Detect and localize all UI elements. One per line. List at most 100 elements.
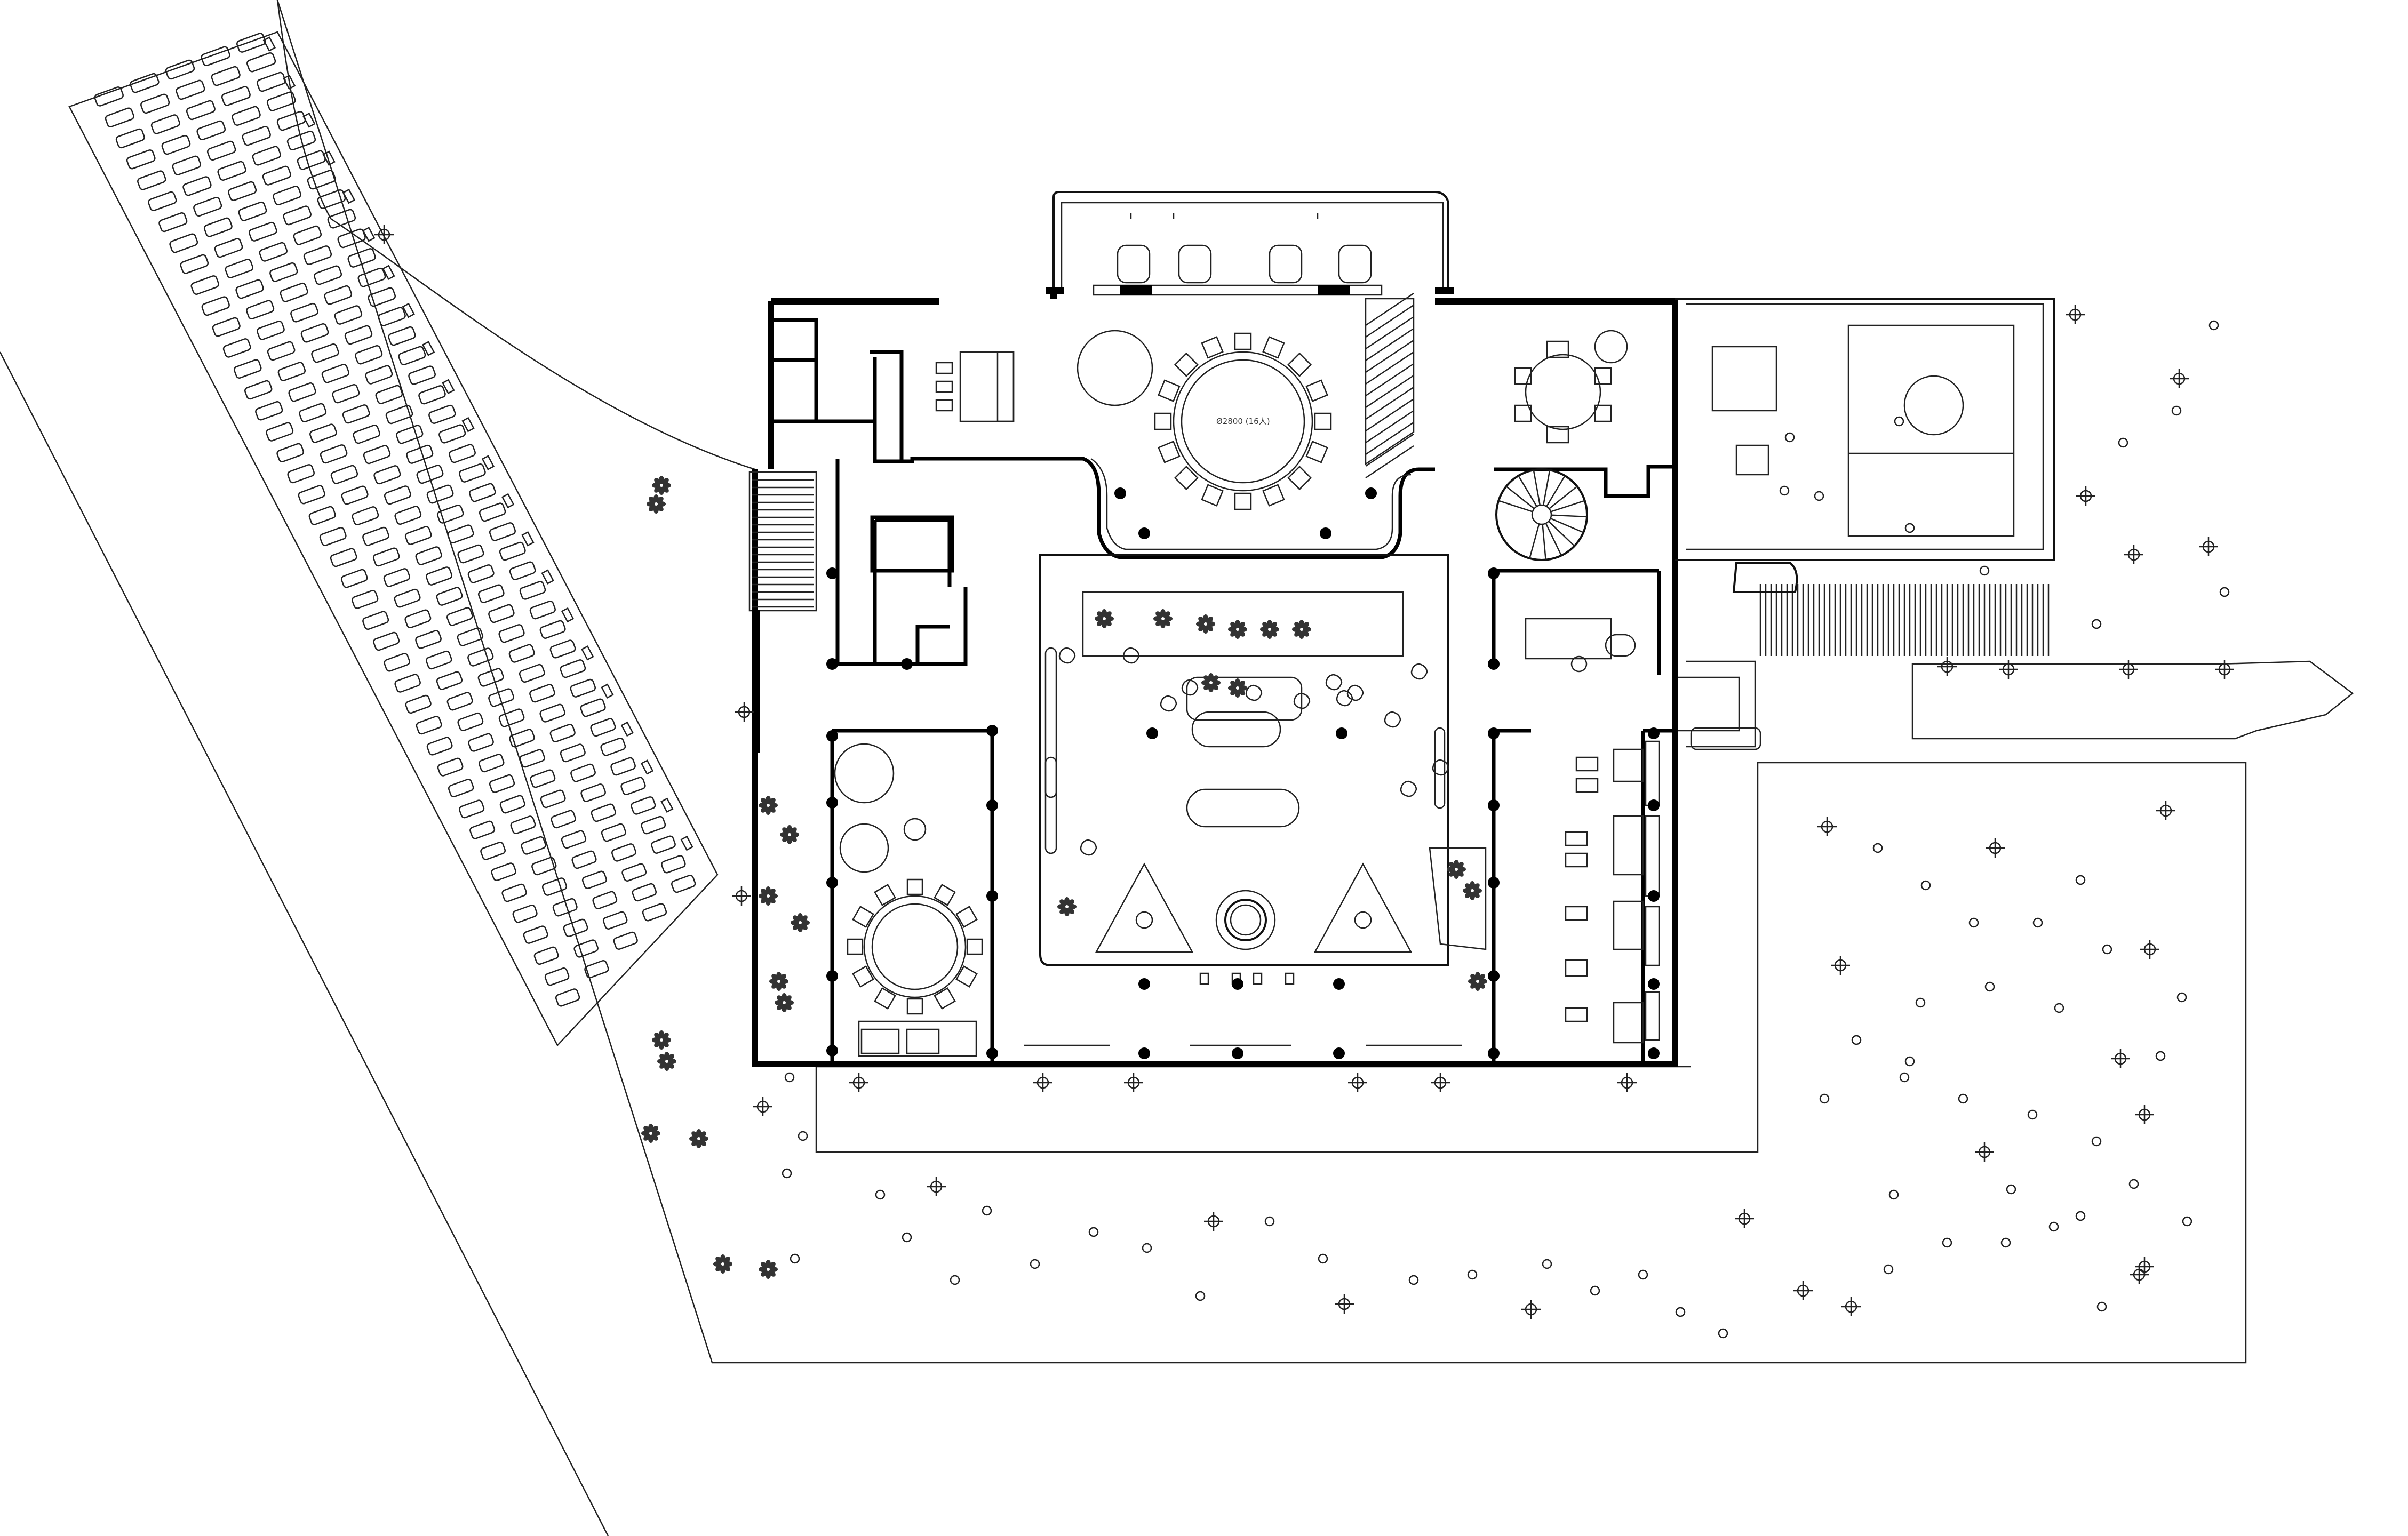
- ground-cover: [1718, 1328, 1728, 1339]
- ground-cover: [1638, 1269, 1648, 1280]
- ground-cover: [1590, 1285, 1600, 1296]
- parking-stalls: [94, 33, 696, 1007]
- boulder: [1245, 684, 1263, 701]
- wheel-stop: [302, 113, 316, 128]
- tree-marker: [1793, 1281, 1813, 1300]
- chair: [1201, 484, 1224, 507]
- spiral-stair: [1495, 468, 1588, 561]
- wheel-stop: [461, 417, 475, 433]
- parking-stall: [512, 796, 656, 923]
- tree-marker: [2199, 537, 2218, 556]
- tree-marker: [2111, 1049, 2130, 1068]
- wheel-stop: [402, 302, 415, 318]
- shrub: [759, 1260, 778, 1279]
- ground-cover: [1915, 997, 1926, 1008]
- parking-stall: [480, 737, 626, 860]
- column: [1648, 890, 1660, 902]
- ground-cover: [2054, 1003, 2064, 1013]
- stair-tread: [1533, 470, 1541, 506]
- boulder: [1336, 690, 1353, 707]
- ground-cover: [1888, 1189, 1899, 1200]
- wheel-stop: [561, 607, 575, 623]
- shrub: [657, 1052, 676, 1071]
- shrub: [1228, 678, 1247, 698]
- hatch-line: [1365, 363, 1414, 397]
- ground-cover: [1088, 1227, 1099, 1237]
- planter-bar: [1082, 591, 1404, 657]
- parking-stall: [426, 639, 576, 756]
- parking-stall: [362, 522, 516, 630]
- shrub: [1468, 972, 1487, 991]
- column: [1138, 527, 1150, 539]
- column: [1365, 487, 1377, 499]
- ground-cover: [2102, 944, 2112, 955]
- shrub: [769, 972, 788, 991]
- hatch-line: [1365, 374, 1414, 409]
- parking-stall: [330, 463, 486, 567]
- chair: [934, 987, 956, 1010]
- boulder: [1410, 663, 1428, 680]
- hatch-line: [1365, 433, 1414, 467]
- tree-marker: [1335, 1294, 1354, 1314]
- chair: [1305, 441, 1328, 463]
- wheel-stop: [601, 683, 614, 699]
- ground-cover: [2219, 587, 2230, 597]
- parking-stall: [533, 835, 676, 965]
- chair: [906, 998, 923, 1015]
- shrub: [641, 1124, 660, 1143]
- shrub: [1201, 673, 1221, 692]
- ground-cover: [1819, 1093, 1830, 1104]
- ground-cover: [2091, 1136, 2102, 1147]
- column: [1138, 978, 1150, 990]
- parking-area: [68, 31, 719, 1047]
- parking-stall: [222, 267, 386, 358]
- tree-marker: [1431, 1073, 1450, 1092]
- chair: [1234, 332, 1252, 350]
- column: [1648, 727, 1660, 739]
- column: [1488, 799, 1500, 811]
- shrub: [791, 913, 810, 932]
- tree-marker: [735, 702, 754, 722]
- ground-cover: [1779, 485, 1790, 496]
- ground-cover: [784, 1072, 795, 1083]
- hatched-ramp: [1365, 292, 1415, 479]
- parking-stall: [137, 111, 306, 190]
- hatch-line: [1365, 421, 1414, 455]
- chair: [1287, 466, 1312, 491]
- column: [826, 658, 838, 670]
- stair-tread: [1542, 524, 1546, 560]
- column: [1648, 978, 1660, 990]
- boulder: [1384, 711, 1401, 728]
- exterior-wall: [752, 298, 1678, 1067]
- ground-cover: [1784, 432, 1795, 443]
- shrub: [713, 1254, 732, 1274]
- ground-cover: [1984, 981, 1995, 992]
- column: [1232, 1047, 1243, 1059]
- wheel-stop: [382, 265, 395, 280]
- ground-cover: [2182, 1216, 2192, 1227]
- shrub: [759, 886, 778, 906]
- parking-stall: [352, 502, 506, 609]
- parking-stall: [255, 326, 416, 421]
- boulder: [1080, 839, 1097, 856]
- tree-marker: [1124, 1073, 1143, 1092]
- column: [1114, 487, 1126, 499]
- parking-stall: [148, 130, 316, 211]
- parking-stall: [190, 209, 356, 295]
- chair: [1154, 412, 1172, 430]
- armchairs: [1077, 244, 1628, 406]
- shrub: [1292, 620, 1311, 639]
- wheel-stop: [421, 341, 435, 356]
- ground-cover: [1904, 523, 1915, 533]
- ground-cover: [1408, 1275, 1419, 1285]
- tree-marker: [2156, 801, 2175, 820]
- parking-stall: [287, 385, 446, 484]
- parking-stall: [394, 581, 546, 693]
- table-label: Ø2800 (16人): [1216, 417, 1270, 426]
- chair: [1314, 412, 1332, 430]
- site-boundary: [0, 0, 2247, 1536]
- hatch-line: [1365, 410, 1414, 444]
- parking-stall: [233, 287, 396, 379]
- wheel-stop: [581, 645, 594, 661]
